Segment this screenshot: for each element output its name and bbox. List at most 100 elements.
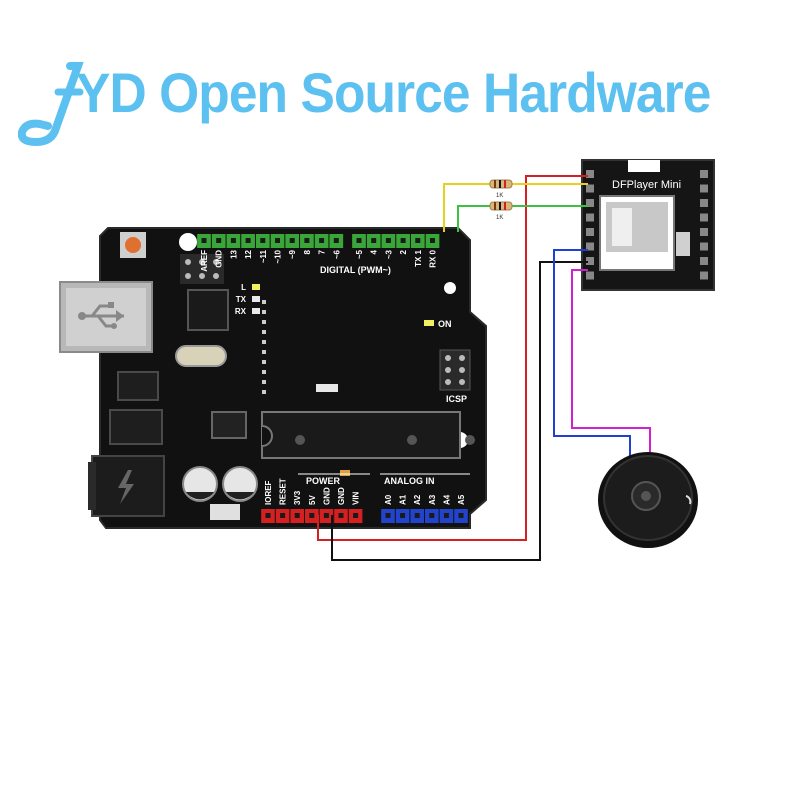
analog-pin-label: A4: [442, 494, 451, 505]
crystal: [175, 345, 227, 367]
usb-icsp-header: [180, 254, 224, 284]
dfplayer-pin: [586, 184, 594, 193]
header-pin: [385, 513, 391, 518]
digital-pin-label: ~5: [355, 249, 364, 259]
small-component: [210, 504, 240, 520]
usb-controller-chip: [187, 289, 229, 331]
power-pin-label: IOREF: [264, 480, 273, 505]
wire-yellow: [443, 183, 588, 232]
dfplayer-pin: [700, 199, 708, 207]
power-header: IOREF RESET 3V3 5V GND GND VIN: [261, 478, 363, 523]
mounting-hole: [179, 233, 197, 251]
header-pin: [400, 238, 406, 243]
power-pin-label: 5V: [308, 495, 317, 505]
header-pin: [201, 238, 207, 243]
dfplayer-pin: [700, 242, 708, 251]
watermark-text: YD Open Source Hardware: [76, 61, 711, 124]
led-label: TX: [236, 295, 247, 304]
dfplayer-pin: [586, 199, 594, 207]
on-label: ON: [438, 319, 452, 329]
header-pin: [304, 238, 310, 243]
op-amp-chip: [211, 411, 247, 439]
dfplayer-pin: [586, 213, 594, 222]
digital-pin-label: 13: [229, 249, 238, 258]
icsp-header: [439, 349, 471, 391]
dfplayer-pin: [700, 184, 708, 193]
header-pin: [294, 513, 300, 518]
header-pin: [338, 513, 344, 518]
dfplayer-pin: [586, 271, 594, 280]
dfplayer-pin: [586, 257, 594, 265]
dfplayer-pin: [700, 213, 708, 222]
wire-blue: [553, 249, 631, 478]
header-pin: [216, 238, 222, 243]
mounting-hole: [444, 282, 456, 294]
resistor-1-label: 1K: [496, 193, 503, 199]
header-pin: [415, 238, 421, 243]
header-pin: [429, 513, 435, 518]
dfplayer-pin: [586, 170, 594, 178]
header-pin: [319, 238, 325, 243]
analog-header-label: ANALOG IN: [384, 476, 435, 486]
digital-pin-label: 4: [370, 249, 379, 254]
dfplayer-pin: [700, 257, 708, 265]
pad: [262, 320, 266, 324]
analog-pin-label: A5: [457, 494, 466, 505]
power-pin-label: GND: [322, 487, 331, 505]
header-pin: [333, 238, 339, 243]
status-led: [252, 296, 260, 302]
header-pin: [280, 513, 286, 518]
resistor-1: [489, 179, 513, 189]
header-pin: [443, 513, 449, 518]
digital-pin-label: GND: [215, 250, 224, 268]
digital-pin-label: ~11: [259, 249, 268, 263]
resistor-2-label: 1K: [496, 215, 503, 221]
power-pin-label: RESET: [279, 478, 288, 505]
voltage-regulator: [117, 371, 159, 401]
capacitor: [222, 466, 258, 502]
header-pin: [356, 238, 362, 243]
music-note-logo-icon: [18, 62, 84, 147]
digital-pin-label: 8: [303, 249, 312, 254]
status-led: [252, 308, 260, 314]
lightning-bolt-icon: [118, 470, 134, 504]
dfplayer-pin: [700, 228, 708, 236]
header-pin: [400, 513, 406, 518]
header-pin: [353, 513, 359, 518]
header-pin: [414, 513, 420, 518]
digital-pin-label: ~3: [384, 249, 393, 259]
wire-green: [457, 205, 588, 232]
wire-black: [331, 261, 588, 561]
analog-pin-label: A2: [413, 494, 422, 505]
power-pin-label: GND: [337, 487, 346, 505]
power-pin-label: 3V3: [293, 490, 302, 505]
header-pin: [430, 238, 435, 243]
header-pin: [289, 238, 295, 243]
header-pin: [230, 238, 236, 243]
status-led: [252, 284, 260, 290]
header-pin: [371, 238, 377, 243]
dfplayer-title: DFPlayer Mini: [612, 179, 681, 191]
small-component: [316, 384, 338, 392]
atmega-chip: [261, 411, 475, 459]
header-pin: [245, 238, 251, 243]
header-pin: [458, 513, 464, 518]
power-pin-label: VIN: [352, 491, 361, 505]
pad: [262, 380, 266, 384]
icsp-label: ICSP: [446, 394, 467, 404]
digital-pin-label: AREF: [200, 250, 209, 272]
pad: [262, 300, 266, 304]
pad: [262, 330, 266, 334]
pad: [262, 390, 266, 394]
pad: [262, 350, 266, 354]
pad: [262, 340, 266, 344]
dfplayer-pin: [700, 271, 708, 280]
digital-header-label: DIGITAL (PWM~): [320, 265, 391, 275]
dfplayer-pin: [586, 242, 594, 251]
pad: [262, 310, 266, 314]
dfplayer-pin: [700, 170, 708, 178]
header-pin: [260, 238, 266, 243]
